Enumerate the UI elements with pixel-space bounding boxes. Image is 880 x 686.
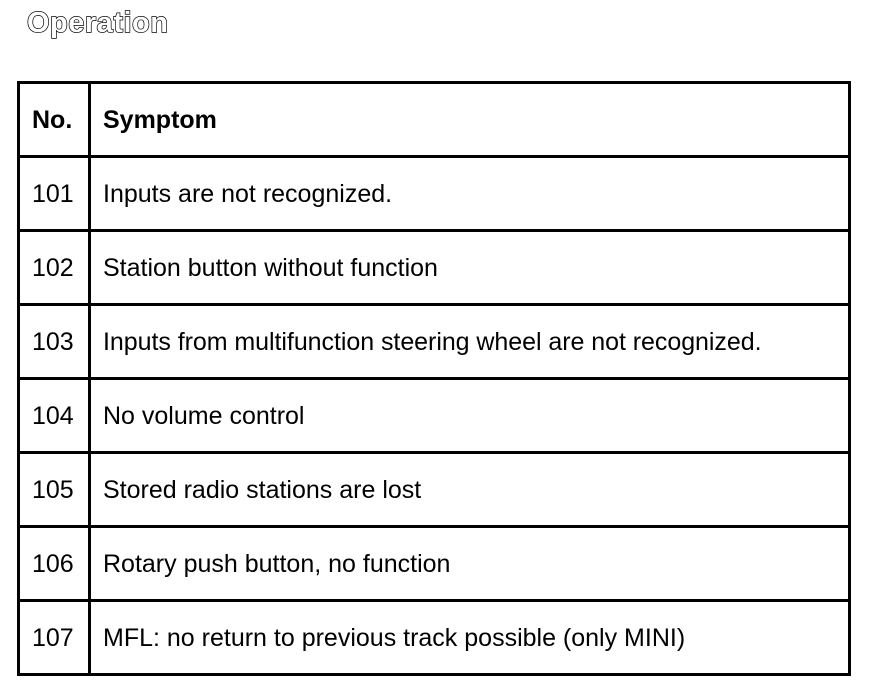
page-title: Operation xyxy=(26,6,169,39)
cell-symptom: Inputs are not recognized. xyxy=(88,155,851,232)
cell-no: 102 xyxy=(17,229,91,306)
cell-symptom: Station button without function xyxy=(88,229,851,306)
table-row: 103 Inputs from multifunction steering w… xyxy=(17,303,851,380)
cell-no: 101 xyxy=(17,155,91,232)
cell-no: 107 xyxy=(17,599,91,676)
cell-symptom: Stored radio stations are lost xyxy=(88,451,851,528)
cell-symptom: Rotary push button, no function xyxy=(88,525,851,602)
table-header-row: No. Symptom xyxy=(17,81,851,158)
column-header-no: No. xyxy=(17,81,91,158)
cell-no: 103 xyxy=(17,303,91,380)
table-body: 101 Inputs are not recognized. 102 Stati… xyxy=(17,155,851,676)
column-header-symptom: Symptom xyxy=(88,81,851,158)
table-row: 106 Rotary push button, no function xyxy=(17,525,851,602)
table-row: 102 Station button without function xyxy=(17,229,851,306)
table-row: 107 MFL: no return to previous track pos… xyxy=(17,599,851,676)
cell-symptom: MFL: no return to previous track possibl… xyxy=(88,599,851,676)
cell-no: 106 xyxy=(17,525,91,602)
cell-no: 105 xyxy=(17,451,91,528)
cell-symptom: No volume control xyxy=(88,377,851,454)
table-row: 104 No volume control xyxy=(17,377,851,454)
table-row: 105 Stored radio stations are lost xyxy=(17,451,851,528)
cell-symptom: Inputs from multifunction steering wheel… xyxy=(88,303,851,380)
table-header: No. Symptom xyxy=(17,81,851,158)
table-row: 101 Inputs are not recognized. xyxy=(17,155,851,232)
cell-no: 104 xyxy=(17,377,91,454)
symptom-table: No. Symptom 101 Inputs are not recognize… xyxy=(17,81,851,676)
